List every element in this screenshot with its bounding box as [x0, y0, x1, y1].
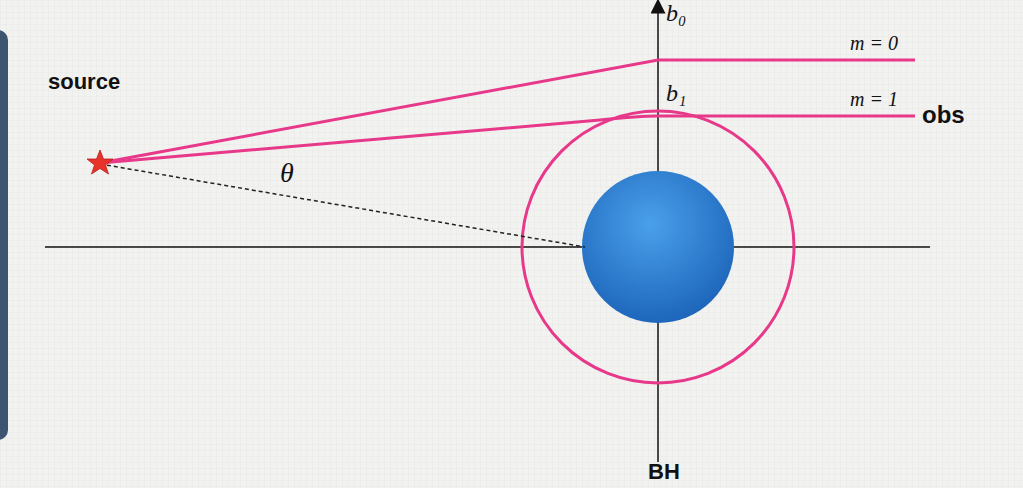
ray-m1	[100, 116, 915, 163]
impact-parameter: b₁	[666, 80, 686, 106]
source-label: source	[48, 70, 120, 94]
ray-m0	[100, 60, 915, 163]
photon-ring	[522, 111, 794, 383]
source-star	[87, 150, 113, 174]
angle-label: θ	[280, 158, 294, 189]
observer-label: obs	[922, 102, 965, 128]
order-label: m = 0	[850, 32, 898, 54]
bh-label: BH	[648, 460, 680, 484]
panel-edge	[0, 30, 8, 440]
order-label: m = 1	[850, 88, 898, 110]
black-hole	[582, 171, 734, 323]
horizontal-axis	[45, 246, 930, 248]
source-angle-line	[100, 164, 585, 247]
impact-parameter: b₀	[666, 0, 686, 26]
